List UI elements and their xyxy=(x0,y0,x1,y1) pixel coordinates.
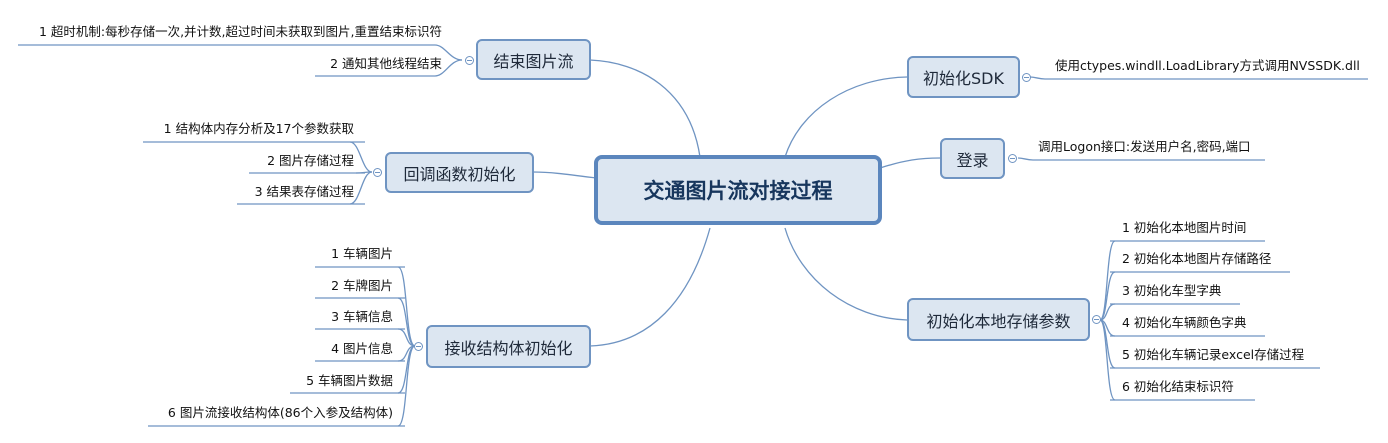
leaf-struct-6: 6 图片流接收结构体(86个入参及结构体) xyxy=(167,405,393,420)
topic-init-sdk-label: 初始化SDK xyxy=(923,69,1004,88)
topic-local-storage[interactable]: 初始化本地存储参数 xyxy=(907,298,1090,341)
leaf-local-storage-1: 1 初始化本地图片时间 xyxy=(1122,220,1247,235)
collapse-callback-init-icon[interactable] xyxy=(373,168,382,177)
edge-sdk-leaf-1 xyxy=(1029,76,1046,80)
edge-ls-leaf-1 xyxy=(1099,240,1116,321)
edge-root-local xyxy=(784,227,908,321)
leaf-init-sdk-1: 使用ctypes.windll.LoadLibrary方式调用NVSSDK.dl… xyxy=(1055,58,1360,73)
edge-root-sdk xyxy=(784,76,908,158)
leaf-struct-3: 3 车辆信息 xyxy=(331,309,393,324)
edge-ls-leaf-6 xyxy=(1099,319,1116,401)
topic-end-stream-label: 结束图片流 xyxy=(493,51,574,71)
topic-init-sdk[interactable]: 初始化SDK xyxy=(907,56,1020,98)
topic-struct-init-label: 接收结构体初始化 xyxy=(444,338,573,358)
collapse-login-icon[interactable] xyxy=(1008,154,1017,163)
leaf-struct-1: 1 车辆图片 xyxy=(331,246,393,261)
edge-end-leaf-1 xyxy=(434,44,463,61)
edge-st-leaf-2 xyxy=(397,297,416,347)
edge-login-leaf-1 xyxy=(1017,157,1034,161)
edge-root-login xyxy=(879,157,941,169)
leaf-callback-2: 2 图片存储过程 xyxy=(267,153,354,168)
leaf-end-stream-2: 2 通知其他线程结束 xyxy=(330,56,442,71)
topic-login-label: 登录 xyxy=(956,150,989,170)
topic-callback-init-label: 回调函数初始化 xyxy=(403,164,516,184)
collapse-end-stream-icon[interactable] xyxy=(465,56,474,65)
root-topic-label: 交通图片流对接过程 xyxy=(643,179,833,203)
leaf-callback-1: 1 结构体内存分析及17个参数获取 xyxy=(163,121,354,136)
edge-st-leaf-6 xyxy=(397,345,416,427)
topic-struct-init[interactable]: 接收结构体初始化 xyxy=(426,325,591,368)
edge-st-leaf-1 xyxy=(397,266,416,347)
leaf-local-storage-3: 3 初始化车型字典 xyxy=(1122,283,1222,298)
edge-ls-leaf-2 xyxy=(1099,271,1116,321)
collapse-init-sdk-icon[interactable] xyxy=(1022,73,1031,82)
edge-root-struct xyxy=(589,227,711,347)
topic-local-storage-label: 初始化本地存储参数 xyxy=(926,311,1071,331)
leaf-struct-4: 4 图片信息 xyxy=(331,341,393,356)
leaf-local-storage-4: 4 初始化车辆颜色字典 xyxy=(1122,315,1247,330)
edge-root-callback xyxy=(532,171,597,179)
collapse-struct-init-icon[interactable] xyxy=(414,342,423,351)
collapse-local-storage-icon[interactable] xyxy=(1092,315,1101,324)
topic-login[interactable]: 登录 xyxy=(940,138,1005,179)
leaf-end-stream-1: 1 超时机制:每秒存储一次,并计数,超过时间未获取到图片,重置结束标识符 xyxy=(38,24,442,39)
leaf-local-storage-5: 5 初始化车辆记录excel存储过程 xyxy=(1122,347,1305,362)
topic-end-stream[interactable]: 结束图片流 xyxy=(476,39,591,80)
root-topic[interactable]: 交通图片流对接过程 xyxy=(594,155,882,225)
topic-callback-init[interactable]: 回调函数初始化 xyxy=(385,152,534,193)
edge-root-end-stream xyxy=(589,59,701,158)
leaf-local-storage-6: 6 初始化结束标识符 xyxy=(1122,379,1234,394)
edge-end-leaf-2 xyxy=(434,59,463,77)
leaf-callback-3: 3 结果表存储过程 xyxy=(254,184,354,199)
edge-cb-leaf-1 xyxy=(349,141,373,173)
leaf-local-storage-2: 2 初始化本地图片存储路径 xyxy=(1122,251,1272,266)
edge-cb-leaf-3 xyxy=(349,171,373,205)
leaf-struct-2: 2 车牌图片 xyxy=(331,278,393,293)
leaf-login-1: 调用Logon接口:发送用户名,密码,端口 xyxy=(1038,139,1251,154)
leaf-struct-5: 5 车辆图片数据 xyxy=(306,373,393,388)
